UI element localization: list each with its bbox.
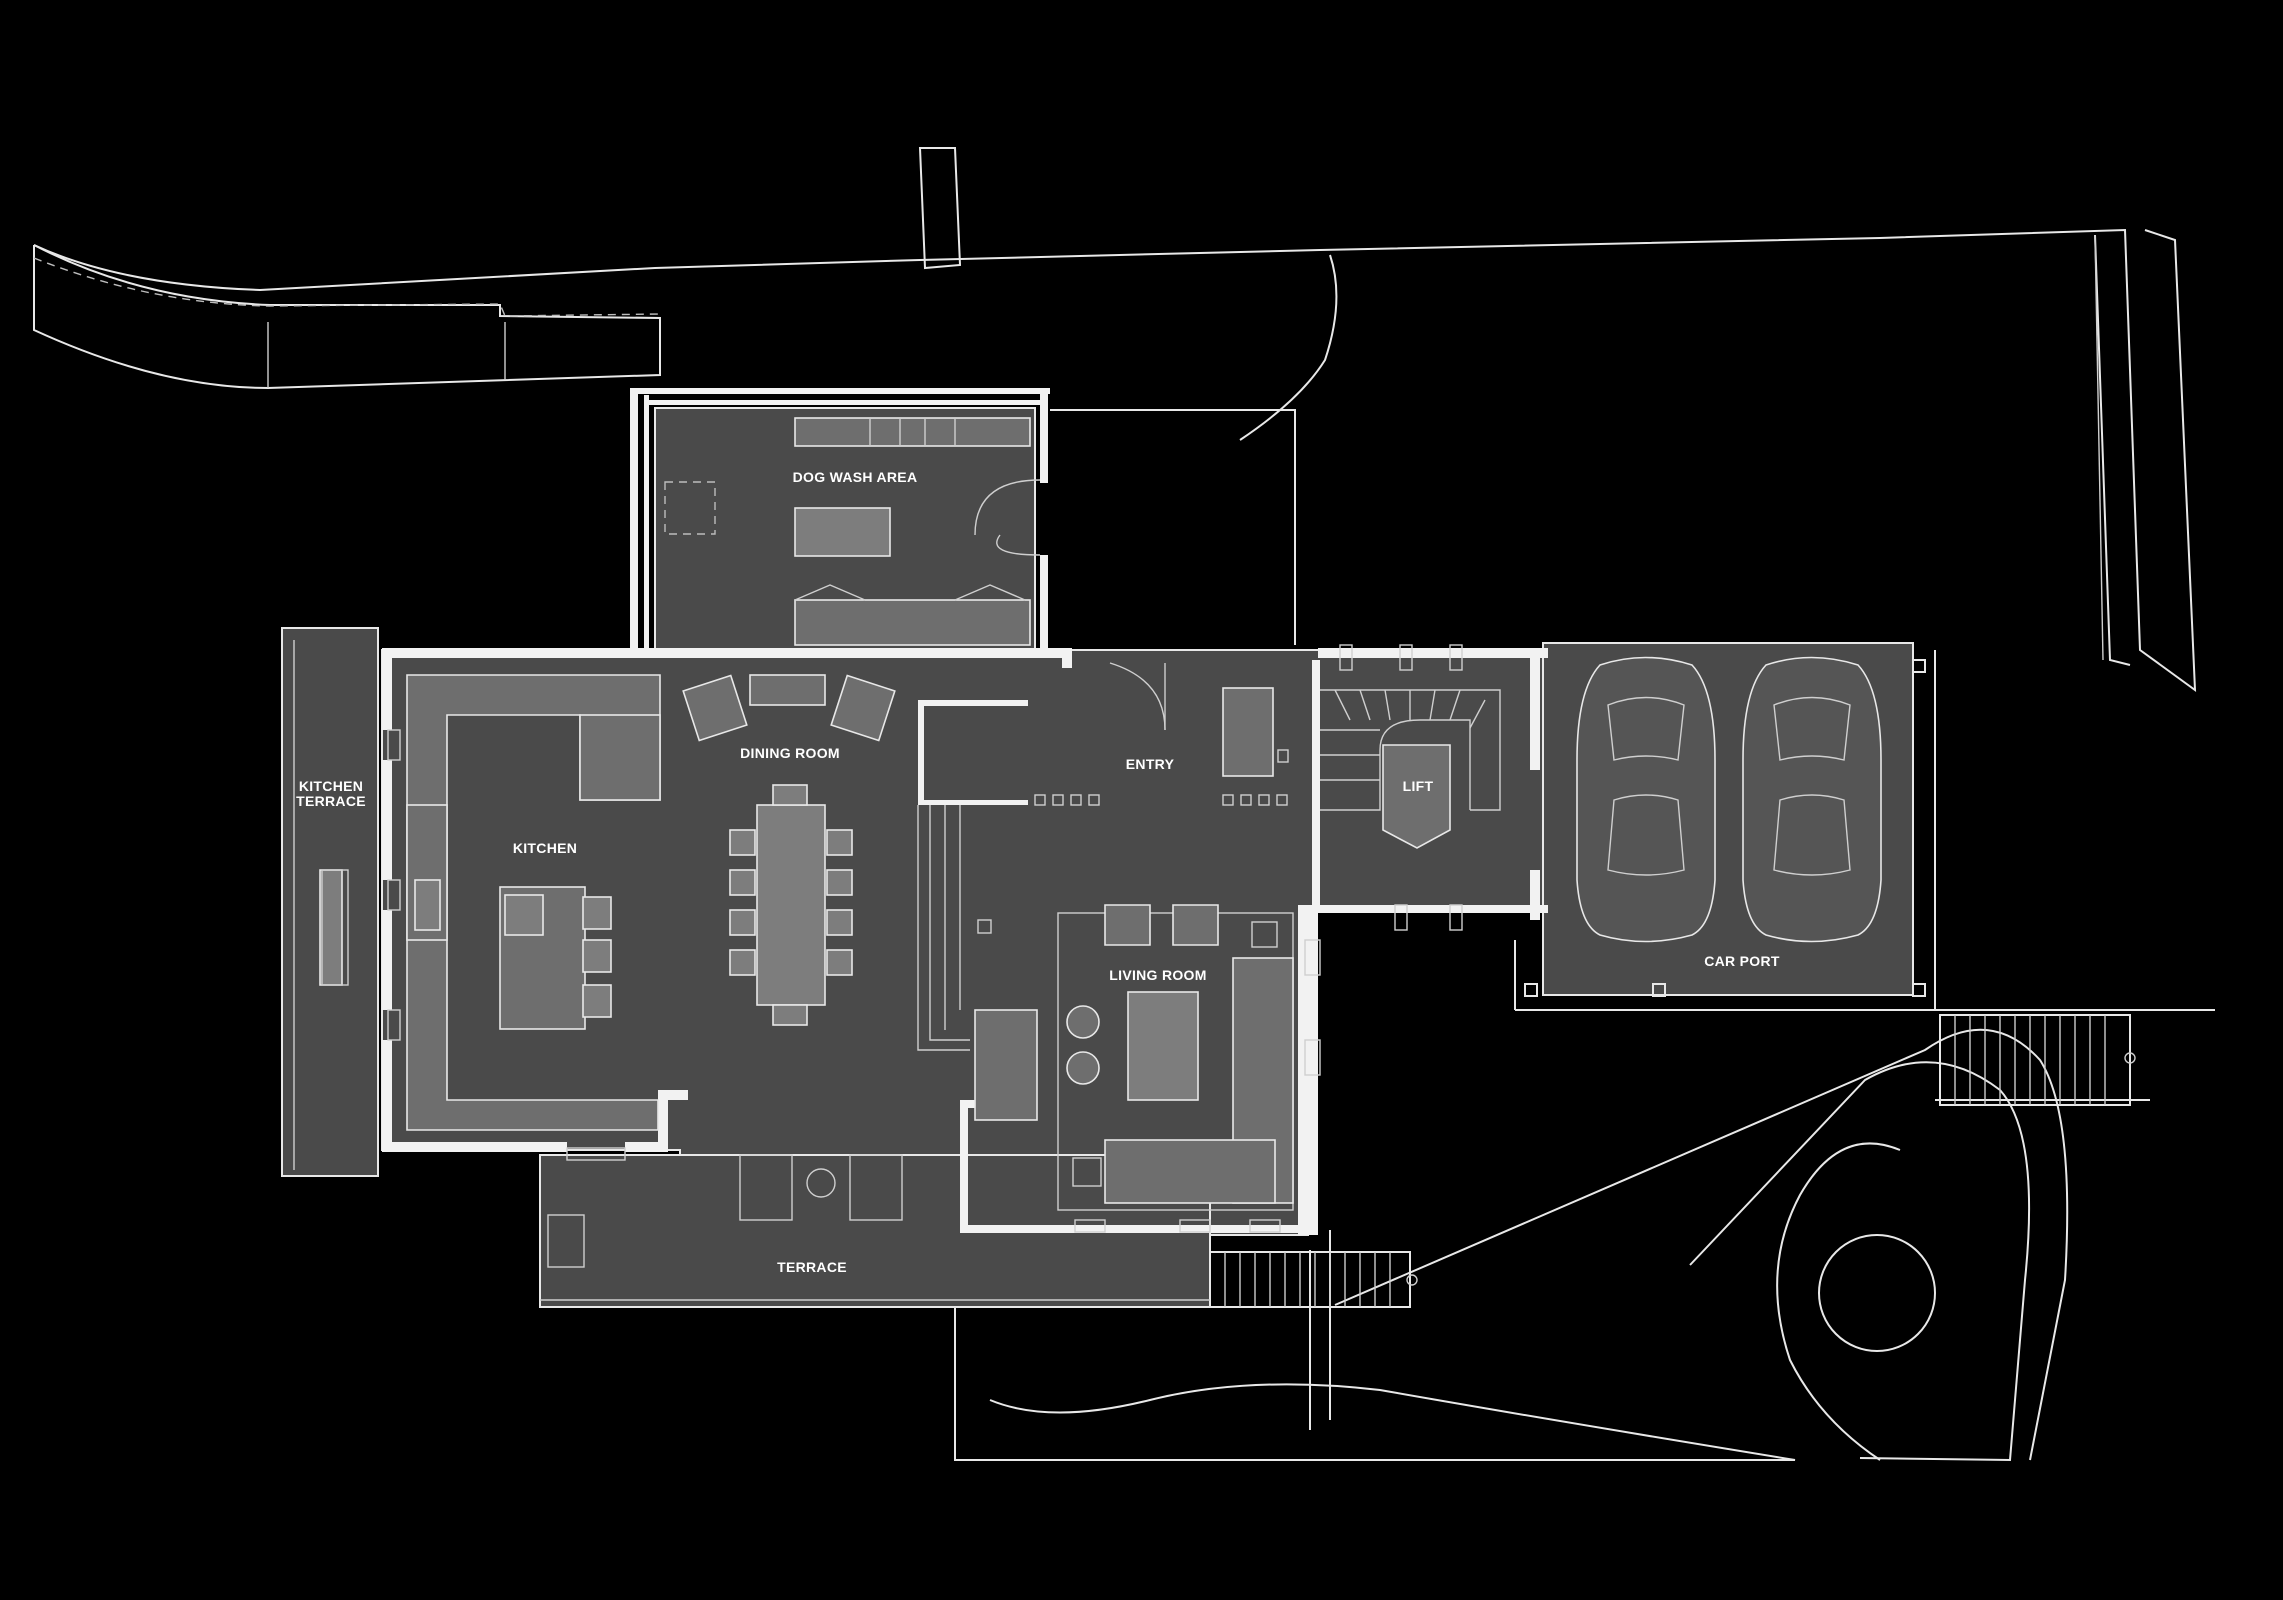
- car-right: [1742, 656, 1882, 943]
- driveway: [954, 1028, 2069, 1462]
- label-kitchen-terrace-line1: KITCHEN: [299, 778, 363, 794]
- exterior-stair-terrace: [1209, 1251, 1418, 1308]
- label-entry: ENTRY: [1126, 756, 1175, 772]
- stair-core: [1320, 689, 1501, 849]
- kitchen-terrace-furniture: [293, 640, 349, 1170]
- window-marks: [387, 644, 1463, 1233]
- dog-wash-furniture: [664, 417, 1041, 646]
- site-boundary: [33, 147, 2215, 1101]
- label-car-port: CAR PORT: [1704, 953, 1780, 969]
- label-dining: DINING ROOM: [740, 745, 840, 761]
- kitchen-furniture: [319, 674, 661, 1131]
- label-kitchen: KITCHEN: [513, 840, 577, 856]
- living-furniture: [1057, 904, 1294, 1211]
- label-lift: LIFT: [1403, 778, 1434, 794]
- label-terrace: TERRACE: [777, 1259, 847, 1275]
- car-port-posts: [1514, 650, 1936, 1011]
- exterior-stair-carport: [1939, 1014, 2136, 1106]
- turning-circle: [1818, 1234, 1936, 1352]
- car-left: [1576, 656, 1716, 943]
- label-living: LIVING ROOM: [1109, 967, 1206, 983]
- walls: [382, 388, 1548, 1235]
- dining-furniture: [682, 674, 1038, 1121]
- label-dog-wash: DOG WASH AREA: [793, 469, 918, 485]
- label-kitchen-terrace-line2: TERRACE: [296, 793, 366, 809]
- terrace-furniture: [540, 1154, 1210, 1301]
- entry-furniture: [977, 662, 1289, 934]
